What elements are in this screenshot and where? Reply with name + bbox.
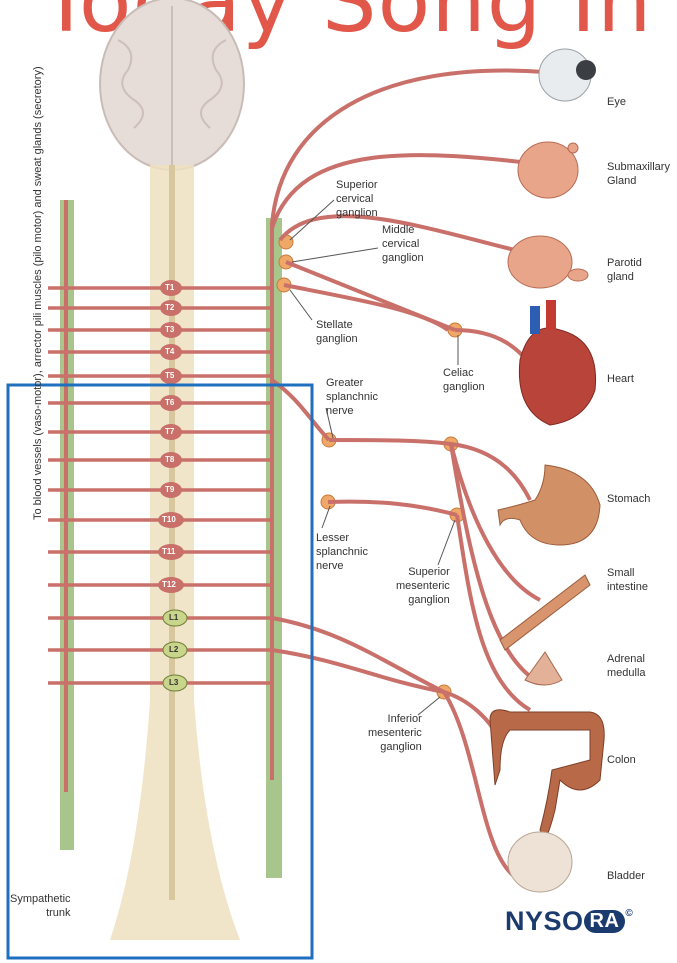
vertical-label: To blood vessels (vaso-motor), arrector …	[32, 66, 44, 520]
parotid-organ	[508, 236, 588, 288]
submaxillary-organ	[518, 142, 578, 198]
segment-label: T2	[165, 303, 174, 312]
label-sympathetic-trunk: Sympathetic trunk	[10, 892, 71, 920]
label-superior-cervical: Superior cervical ganglion	[336, 178, 378, 220]
label-heart: Heart	[607, 372, 634, 386]
segment-label: L3	[169, 678, 178, 687]
label-stomach: Stomach	[607, 492, 650, 506]
adrenal-organ	[525, 652, 562, 685]
label-adrenal: Adrenal medulla	[607, 652, 646, 680]
colon-organ	[490, 710, 604, 840]
segment-label: T4	[165, 347, 174, 356]
label-colon: Colon	[607, 753, 636, 767]
segment-label: T11	[162, 547, 175, 556]
logo-mark: ©	[625, 908, 633, 919]
segment-label: T8	[165, 455, 174, 464]
eye-organ	[539, 49, 596, 101]
segment-label: T6	[165, 398, 174, 407]
label-submaxillary: Submaxillary Gland	[607, 160, 670, 188]
segment-label: T12	[162, 580, 176, 589]
label-middle-cervical: Middle cervical ganglion	[382, 223, 424, 265]
segment-label: T3	[165, 325, 174, 334]
ganglia	[277, 235, 464, 699]
label-bladder: Bladder	[607, 869, 645, 883]
segment-label: T7	[165, 427, 174, 436]
small-intestine-organ	[500, 575, 590, 650]
label-greater-splanchnic: Greater splanchnic nerve	[326, 376, 378, 418]
logo-text: NYSO	[505, 906, 584, 936]
segment-label: T10	[162, 515, 176, 524]
heart-organ	[519, 300, 595, 425]
segment-label: L1	[169, 613, 178, 622]
segment-label: T1	[165, 283, 174, 292]
segment-label: L2	[169, 645, 178, 654]
label-parotid: Parotid gland	[607, 256, 642, 284]
label-inferior-mesenteric: Inferior mesenteric ganglion	[368, 712, 422, 754]
label-celiac: Celiac ganglion	[443, 366, 485, 394]
label-small-intestine: Small intestine	[607, 566, 648, 594]
segment-label: T5	[165, 371, 174, 380]
bladder-organ	[508, 832, 572, 892]
label-superior-mesenteric: Superior mesenteric ganglion	[396, 565, 450, 607]
label-stellate: Stellate ganglion	[316, 318, 358, 346]
label-lesser-splanchnic: Lesser splanchnic nerve	[316, 531, 368, 573]
logo-badge: RA	[584, 910, 626, 933]
label-eye: Eye	[607, 95, 626, 109]
segment-label: T9	[165, 485, 174, 494]
